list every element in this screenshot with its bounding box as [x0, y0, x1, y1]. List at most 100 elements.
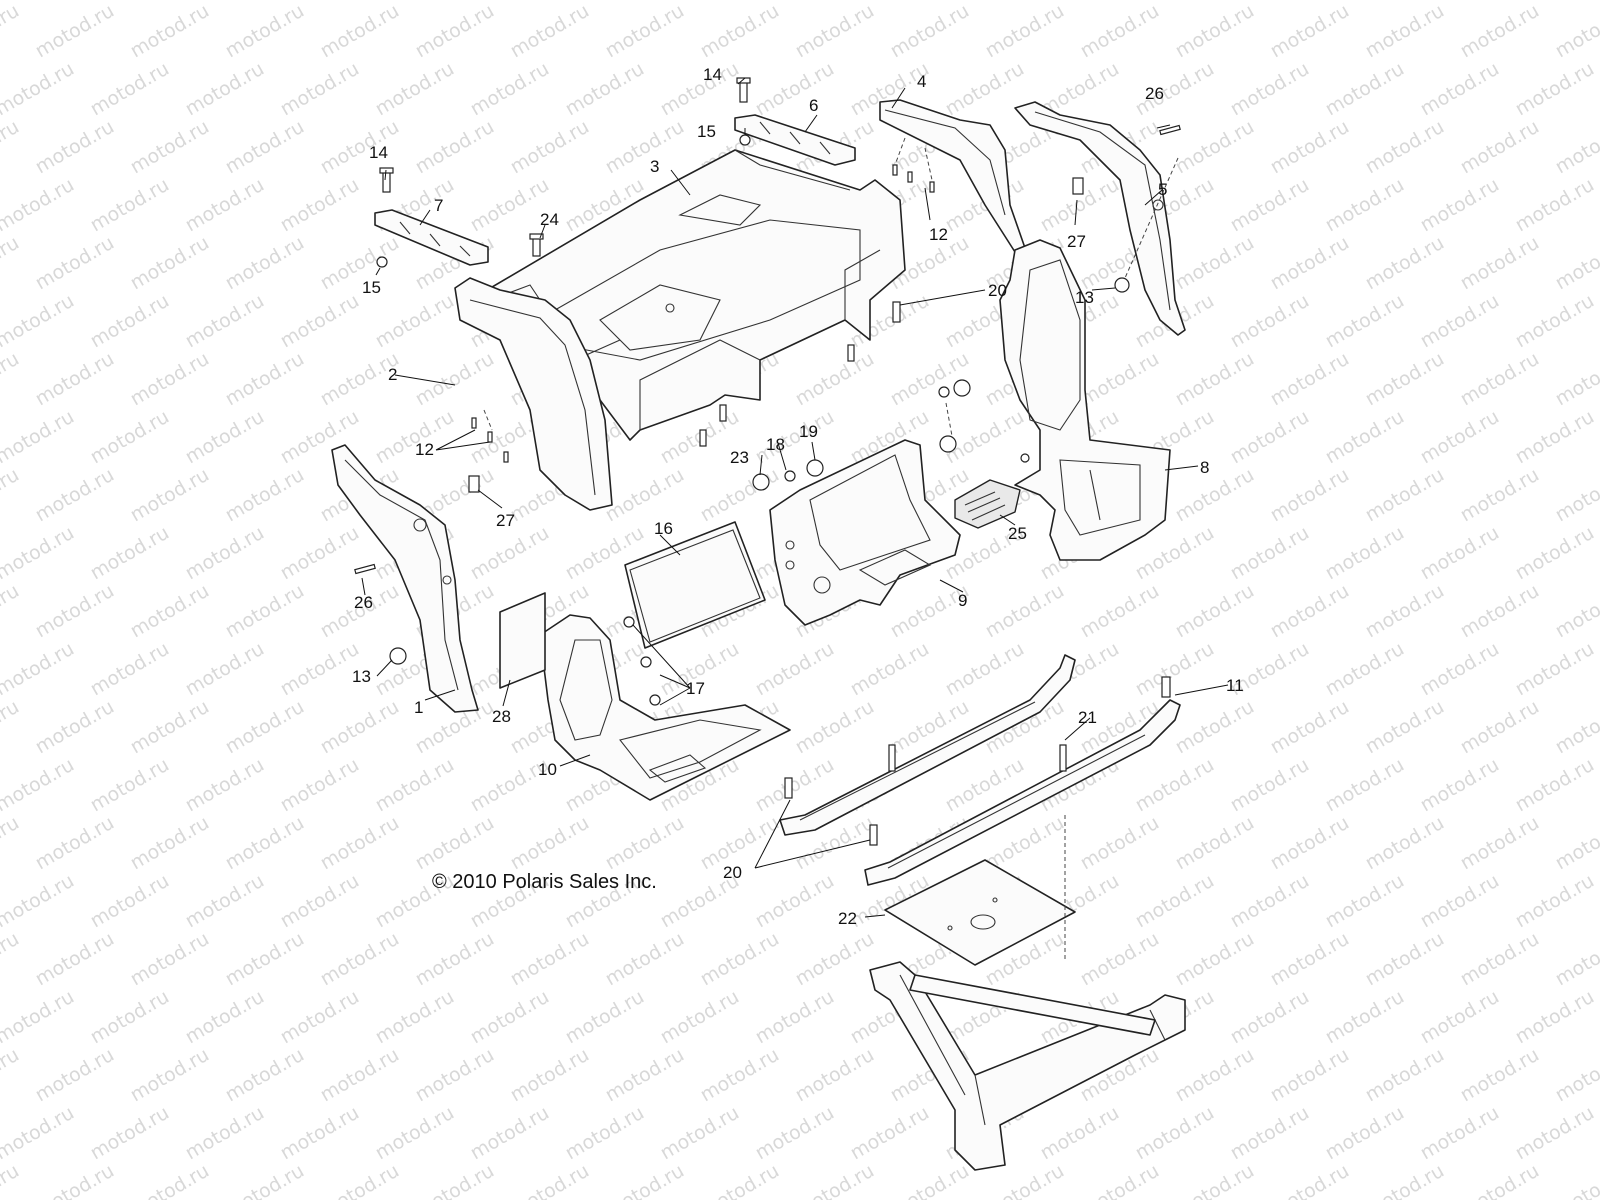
watermark-text: motod.ru	[792, 0, 878, 62]
watermark-text: motod.ru	[0, 580, 23, 643]
watermark-text: motod.ru	[1267, 696, 1353, 759]
watermark-text: motod.ru	[87, 638, 173, 701]
watermark-text: motod.ru	[1417, 1102, 1503, 1165]
watermark-text: motod.ru	[127, 116, 213, 179]
part-22-skid-plate[interactable]	[884, 859, 1076, 966]
watermark-text: motod.ru	[1172, 580, 1258, 643]
callout-20: 20	[988, 281, 1007, 300]
watermark-text: motod.ru	[412, 928, 498, 991]
watermark-text: motod.ru	[942, 638, 1028, 701]
callout-10: 10	[538, 760, 557, 779]
watermark-text: motod.ru	[467, 1102, 553, 1165]
watermark-text: motod.ru	[222, 348, 308, 411]
part-28-label[interactable]	[499, 592, 546, 689]
watermark-text: motod.ru	[942, 58, 1028, 121]
watermark-text: motod.ru	[0, 754, 78, 817]
watermark-text: motod.ru	[1457, 116, 1543, 179]
callout-5: 5	[1158, 180, 1167, 199]
part-5-right-fender[interactable]	[1014, 101, 1186, 336]
watermark-text: motod.ru	[87, 522, 173, 585]
callout-23: 23	[730, 448, 749, 467]
watermark-text: motod.ru	[0, 348, 23, 411]
watermark-text: motod.ru	[887, 0, 973, 62]
watermark-text: motod.ru	[1322, 754, 1408, 817]
watermark-text: motod.ru	[277, 522, 363, 585]
lower-frame[interactable]	[869, 961, 1186, 1171]
watermark-text: motod.ru	[507, 116, 593, 179]
part-10-lower-tray[interactable]	[539, 614, 791, 801]
watermark-text: motod.ru	[1417, 406, 1503, 469]
watermark-text: motod.ru	[222, 1044, 308, 1107]
watermark-text: motod.ru	[1227, 986, 1313, 1049]
watermark-text: motod.ru	[412, 0, 498, 62]
watermark-text: motod.ru	[317, 696, 403, 759]
watermark-text: motod.ru	[752, 986, 838, 1049]
watermark-text: motod.ru	[32, 696, 118, 759]
watermark-text: motod.ru	[1077, 928, 1163, 991]
watermark-text: motod.ru	[467, 986, 553, 1049]
callout-11: 11	[1226, 676, 1244, 695]
watermark-text: motod.ru	[697, 1044, 783, 1107]
watermark-text: motod.ru	[1417, 870, 1503, 933]
part-7-rail[interactable]	[374, 209, 489, 266]
watermark-text: motod.ru	[1322, 290, 1408, 353]
callout-25: 25	[1008, 524, 1027, 543]
part-1-left-fender[interactable]	[331, 444, 479, 713]
part-4-right-panel[interactable]	[879, 99, 1026, 253]
watermark-text: motod.ru	[1267, 464, 1353, 527]
watermark-text: motod.ru	[847, 638, 933, 701]
watermark-text: motod.ru	[1267, 1160, 1353, 1200]
watermark-text: motod.ru	[182, 58, 268, 121]
watermark-text: motod.ru	[0, 1160, 23, 1200]
callout-13: 13	[352, 667, 371, 686]
watermark-text: motod.ru	[1267, 580, 1353, 643]
watermark-text: motod.ru	[1172, 232, 1258, 295]
watermark-text: motod.ru	[1172, 812, 1258, 875]
part-16-decal[interactable]	[624, 521, 766, 649]
watermark-text: motod.ru	[1512, 58, 1598, 121]
callout-13: 13	[1075, 288, 1094, 307]
watermark-text: motod.ru	[1077, 1160, 1163, 1200]
watermark-text: motod.ru	[1457, 1160, 1543, 1200]
watermark-text: motod.ru	[1362, 1160, 1448, 1200]
watermark-text: motod.ru	[222, 1160, 308, 1200]
watermark-text: motod.ru	[0, 1044, 23, 1107]
part-6-rail[interactable]	[734, 114, 856, 166]
watermark-text: motod.ru	[697, 0, 783, 62]
part-9-rear-tray[interactable]	[769, 439, 961, 626]
watermark-text: motod.ru	[507, 1160, 593, 1200]
watermark-text: motod.ru	[887, 348, 973, 411]
watermark-text: motod.ru	[982, 0, 1068, 62]
watermark-text: motod.ru	[1172, 0, 1258, 62]
watermark-text: motod.ru	[182, 174, 268, 237]
part-25-pad[interactable]	[954, 479, 1021, 529]
watermark-text: motod.ru	[1227, 290, 1313, 353]
watermark-text: motod.ru	[32, 1160, 118, 1200]
watermark-text: motod.ru	[0, 174, 78, 237]
watermark-text: motod.ru	[1077, 580, 1163, 643]
watermark-text: motod.ru	[1552, 580, 1600, 643]
watermark-text: motod.ru	[1512, 522, 1598, 585]
watermark-text: motod.ru	[277, 754, 363, 817]
callout-27: 27	[1067, 232, 1086, 251]
part-8-storage-bin[interactable]	[999, 239, 1171, 561]
watermark-text: motod.ru	[1552, 1044, 1600, 1107]
watermark-text: motod.ru	[1322, 174, 1408, 237]
part-2-side-panel[interactable]	[454, 277, 613, 511]
watermark-text: motod.ru	[1552, 464, 1600, 527]
watermark-text: motod.ru	[182, 638, 268, 701]
watermark-text: motod.ru	[0, 58, 78, 121]
watermark-text: motod.ru	[87, 986, 173, 1049]
watermark-text: motod.ru	[1362, 464, 1448, 527]
watermark-text: motod.ru	[1172, 116, 1258, 179]
watermark-text: motod.ru	[1512, 754, 1598, 817]
part-11-frame-rails[interactable]	[779, 654, 1181, 886]
watermark-text: motod.ru	[182, 522, 268, 585]
watermark-text: motod.ru	[1227, 174, 1313, 237]
watermark-text: motod.ru	[1457, 696, 1543, 759]
watermark-text: motod.ru	[1417, 986, 1503, 1049]
callout-26: 26	[1145, 84, 1164, 103]
callout-15: 15	[362, 278, 381, 297]
watermark-text: motod.ru	[1457, 464, 1543, 527]
watermark-text: motod.ru	[1457, 0, 1543, 62]
